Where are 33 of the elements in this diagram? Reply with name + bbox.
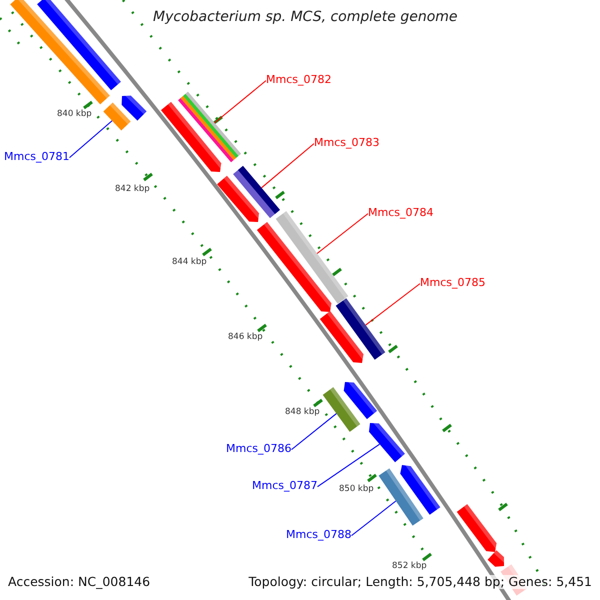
gene-label: Mmcs_0787 [252,480,318,492]
gene-feature [276,211,348,304]
scale-label: 848 kbp [285,408,320,418]
leader-line [214,80,266,124]
leader-line [316,444,380,488]
gene-label: Mmcs_0785 [420,277,486,290]
gene-feature [368,421,405,462]
leader-line [290,413,337,450]
scale-label: 842 kbp [115,185,150,194]
gene-feature [336,298,386,360]
gene-feature [103,102,131,130]
scale-label: 840 kbp [57,110,92,120]
info-text: Accession: NC_008146 [8,575,150,589]
leader-line [350,500,396,536]
scale-label: 852 kbp [392,562,427,572]
gene-feature [322,387,360,432]
gene-label: Mmcs_0786 [226,443,292,456]
gene-feature [233,166,280,218]
leader-line [365,283,420,326]
gene-label: Mmcs_0782 [266,74,332,86]
scale-label: 850 kbp [339,485,374,494]
gene-feature [178,92,241,162]
scale-label: 844 kbp [172,258,207,268]
leader-line [260,143,314,188]
leader-line [68,120,113,158]
leader-line [316,213,368,254]
gene-label: Mmcs_0788 [286,529,352,542]
gene-label: Mmcs_0784 [368,207,434,220]
title: Mycobacterium sp. MCS, complete genome [153,10,458,26]
gene-label: Mmcs_0781 [4,151,70,164]
gene-feature [378,468,424,526]
scale-label: 846 kbp [228,333,263,342]
gene-label: Mmcs_0783 [314,137,380,150]
